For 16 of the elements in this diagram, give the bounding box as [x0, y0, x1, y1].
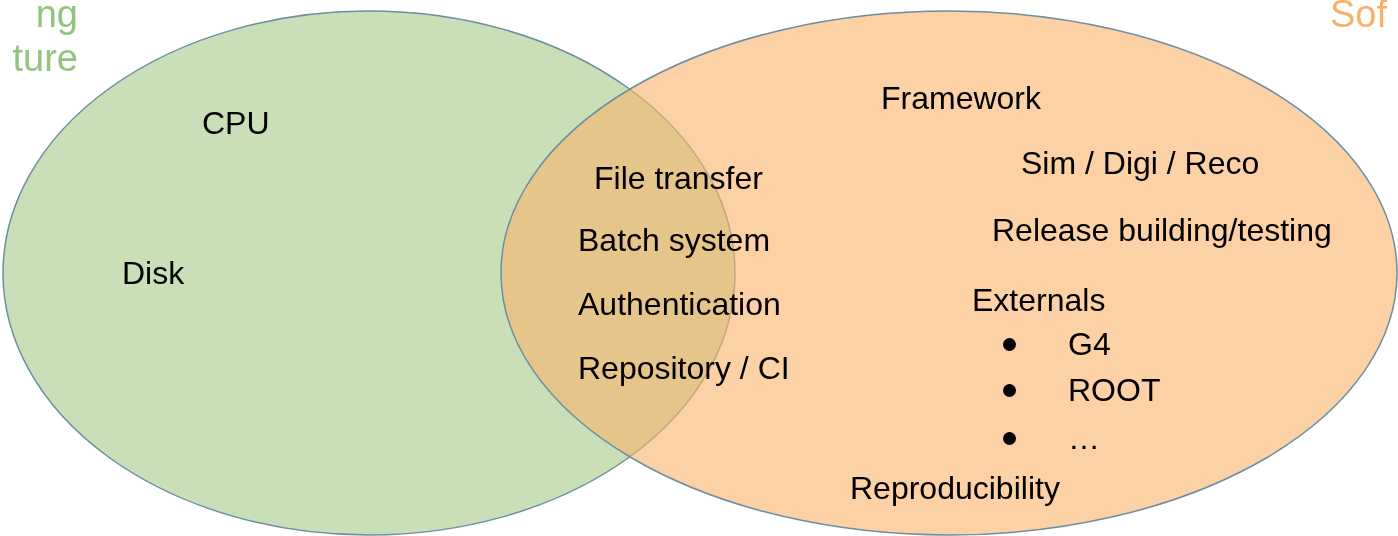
list-item: … [1068, 420, 1100, 456]
set-item: Externals [972, 282, 1106, 318]
overlap-item: Authentication [578, 286, 781, 322]
set-item: Sim / Digi / Reco [1021, 145, 1260, 181]
overlap-item: Batch system [578, 222, 771, 258]
list-item: ROOT [1068, 372, 1161, 408]
overlap-item: File transfer [594, 160, 763, 196]
set-item: Reproducibility [850, 470, 1060, 506]
list-item: G4 [1068, 326, 1111, 362]
set-title: Sof [1330, 0, 1389, 36]
set-item: Release building/testing [992, 212, 1332, 248]
set-title: ng ture [11, 0, 78, 80]
set-item: Disk [122, 255, 185, 291]
overlap-item: Repository / CI [578, 350, 790, 386]
set-item: Framework [881, 80, 1041, 116]
set-item: CPU [202, 105, 270, 141]
